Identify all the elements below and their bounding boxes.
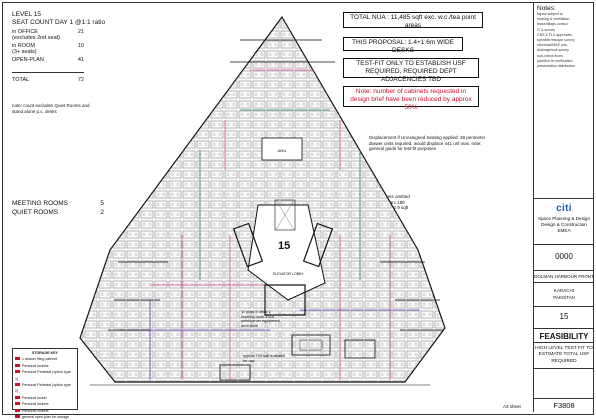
seat-row-sub: (excludes 2nd seat): [12, 35, 60, 41]
dept-line: Space Planning & Design: [537, 216, 591, 221]
sheet-size: A3 sheet: [503, 404, 521, 409]
cabinets-note-box: Note: number of cabinets requested in de…: [343, 86, 479, 111]
floor-number: 15: [534, 307, 594, 329]
revision-cell: [534, 369, 594, 399]
dept-line: Design & Construction: [541, 222, 587, 227]
notes-title: Notes:: [537, 5, 556, 12]
count-note: note: count excludes Quiet Rooms and sta…: [12, 103, 90, 114]
core-floor-number: 15: [278, 240, 291, 252]
quiet-rooms-value: 2: [100, 209, 104, 216]
location-cell: KARACHI PAKISTAN: [534, 283, 594, 307]
lift-core: [247, 204, 326, 301]
legend-item: Personal lockers: [15, 363, 75, 369]
seat-count-title: SEAT COUNT DAY 1 @1:1 ratio: [12, 19, 106, 26]
office-breakdown-note: 11 pods 5 office 1 meeting room 1 tea po…: [241, 310, 280, 328]
country: PAKISTAN: [553, 295, 575, 300]
legend-item: Personal Pedestal (option type 1): [15, 370, 71, 381]
level-title: LEVEL 15: [12, 11, 42, 18]
displacement-note: Displacement if UnAssigned Seating appli…: [369, 135, 486, 151]
svg-text:AHU: AHU: [278, 148, 287, 153]
project-name: DOLMAN HARBOUR FRONT: [534, 271, 594, 283]
notes-panel: Notes: layout subject to heating & venti…: [534, 3, 594, 199]
proposal-box: THIS PROPOSAL: 1.4+1.6m WIDE DESKS: [343, 37, 463, 54]
core-top-room: [261, 137, 303, 161]
citi-logo: citi: [556, 203, 572, 214]
note-item: drainage/soil survey: [537, 48, 569, 53]
meeting-rooms-label: MEETING ROOMS: [12, 200, 68, 207]
legend-item: general open-plan for storage: [15, 414, 75, 420]
note-item: sub-check floors: [537, 53, 564, 58]
quiet-rooms-label: QUIET ROOMS: [12, 209, 59, 216]
meeting-room: [344, 339, 376, 359]
drawing-sheet: [2, 2, 594, 415]
title-block: Notes: layout subject to heating & venti…: [533, 3, 594, 412]
drawing-description: HIGH LEVEL TEST FIT TO ESTIMATE TOTAL US…: [534, 343, 594, 369]
note-item: heating & ventilation: [537, 17, 570, 22]
notes-list: layout subject to heating & ventilation …: [537, 12, 591, 69]
legend-item: Personal locker: [15, 395, 75, 401]
city: KARACHI: [553, 288, 574, 293]
dept-line: EMEA: [557, 228, 571, 233]
storage-legend: STORAGE KEY 1 drawer filing cabinet Pers…: [12, 348, 78, 419]
note-item: IT & survey: [537, 27, 556, 32]
level-summary: LEVEL 15 SEAT COUNT DAY 1 @1:1 ratio in …: [12, 11, 106, 83]
nua-box: TOTAL NUA : 11,485 sqft exc. w.c./tea po…: [343, 12, 483, 29]
note-item: presentation distribution: [537, 64, 576, 69]
elevator-lobby-label: ELEVATOR LOBBY: [273, 272, 304, 276]
meeting-room: [291, 334, 331, 356]
testfit-box: TEST-FIT ONLY TO ESTABLISH USF REQUIRED,…: [343, 58, 479, 83]
company-cell: citi Space Planning & Design Design & Co…: [534, 199, 594, 245]
job-number: 0000: [534, 245, 594, 271]
legend-item: 1 drawer filing cabinet: [15, 356, 75, 362]
legend-item: Personal lockers: [15, 408, 75, 414]
seat-row-sub: (3+ seats): [12, 49, 37, 55]
note-item: lease/dilaps consul: [537, 22, 568, 27]
drawing-number: F3808: [553, 401, 575, 410]
note-item: CBS & FLS approvals: [537, 32, 572, 37]
note-item: partition fix verification: [537, 58, 573, 63]
note-item: electrical/M&E pos.: [537, 43, 568, 48]
meeting-rooms-value: 5: [100, 200, 104, 207]
legend-title: STORAGE KEY: [31, 351, 59, 355]
legend-item: Personal lockers: [15, 401, 75, 407]
legend-item: Personal Pedestal (option type 2): [15, 383, 71, 394]
status: FEASIBILITY: [534, 329, 594, 343]
rooms-summary: MEETING ROOMS 5 QUIET ROOMS 2: [12, 199, 104, 217]
note-item: sprinkler/escape survey: [537, 38, 575, 43]
meeting-room: [219, 364, 251, 381]
available-area-note: approx 750 sqft available for use: [243, 354, 286, 363]
note-item: layout subject to: [537, 12, 563, 16]
